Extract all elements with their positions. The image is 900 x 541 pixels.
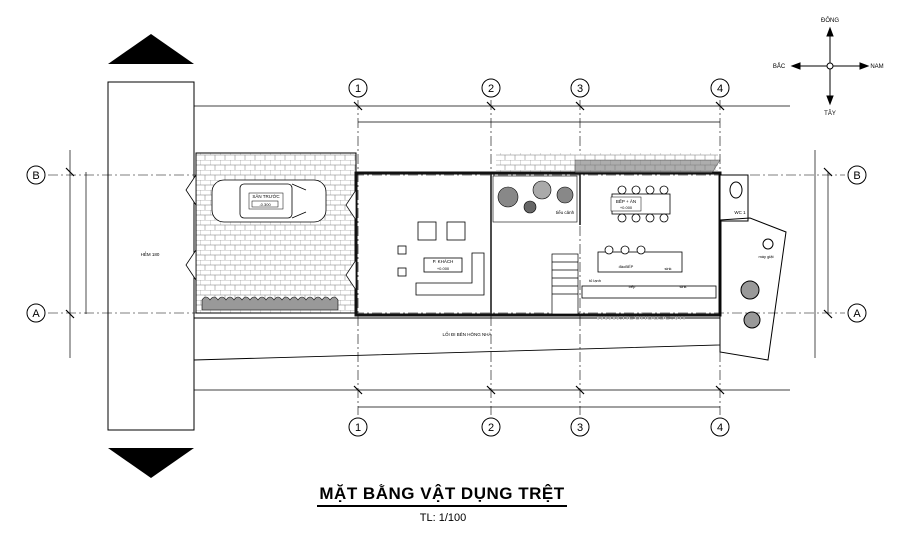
grid-row-b-right: B	[853, 170, 860, 182]
island-label: đảoBẾP	[619, 264, 634, 269]
drawing-title: MẶT BẰNG VẬT DỤNG TRỆT	[317, 484, 567, 507]
grid-col-2-top: 2	[488, 83, 494, 95]
grid-col-1-top: 1	[355, 83, 361, 95]
grid-row-a-left: A	[32, 308, 40, 320]
alley-label: HẺM 180	[141, 251, 160, 257]
drawing-scale: TL: 1/100	[419, 512, 467, 524]
grid-bubbles	[26, 78, 867, 437]
alley-block: HẺM 180	[107, 34, 195, 478]
section-arrow-bottom	[108, 448, 194, 478]
grid-lines	[48, 100, 845, 415]
wc-room	[719, 174, 749, 222]
side-path-label: LỐI ĐI BÊN HÔNG NHÀ	[442, 330, 491, 337]
staircase	[551, 253, 579, 315]
shrub-row	[201, 296, 339, 311]
grid-col-3-bottom: 3	[577, 422, 583, 434]
island-sink-label: sink	[664, 266, 671, 271]
grid-col-2-bottom: 2	[488, 422, 494, 434]
drawing-title-block: MẶT BẰNG VẬT DỤNG TRỆT TL: 1/100	[0, 484, 900, 524]
watermark: www.neohouse.vn	[595, 311, 685, 323]
dimension-lines	[65, 101, 833, 408]
grid-col-1-bottom: 1	[355, 422, 361, 434]
armchair-1	[417, 221, 437, 241]
kitchen-dining	[581, 185, 717, 299]
compass-west-label: BẮC	[773, 62, 786, 70]
side-path: LỐI ĐI BÊN HÔNG NHÀ www.neohouse.vn	[193, 311, 721, 361]
living-room-level: +0.000	[437, 266, 450, 271]
washer-label: máy giặt	[758, 254, 774, 259]
front-yard-level: -0.300	[259, 202, 271, 207]
kitchen-label: BẾP + ĂN	[616, 198, 636, 204]
compass-icon	[790, 26, 870, 106]
grid-row-b-left: B	[32, 170, 39, 182]
compass-south-label: TÂY	[824, 110, 836, 117]
kitchen-level: +0.000	[620, 205, 633, 210]
courtyard: tiểu cảnh	[492, 175, 578, 223]
compass-north-label: ĐÔNG	[821, 17, 839, 24]
front-yard: SÂN TRƯỚC -0.300	[185, 152, 718, 314]
side-table-2	[397, 267, 407, 277]
coffee-table	[423, 257, 463, 273]
stove-label: bếp	[629, 284, 636, 289]
sofa	[415, 252, 485, 296]
living-room-label: P. KHÁCH	[433, 258, 454, 264]
grid-col-4-top: 4	[717, 83, 723, 95]
kitchen-counter	[581, 285, 717, 299]
wc-label: WC 1	[734, 210, 746, 215]
counter-sink-label: sink	[679, 284, 686, 289]
grid-col-3-top: 3	[577, 83, 583, 95]
toilet-icon	[729, 181, 743, 199]
compass-east-label: NAM	[870, 64, 883, 70]
fridge-label: tủ lạnh	[589, 278, 601, 283]
back-yard	[719, 217, 787, 361]
garden-label: tiểu cảnh	[556, 209, 575, 215]
washer-icon	[762, 238, 774, 250]
grid-row-a-right: A	[853, 308, 861, 320]
grid-col-4-bottom: 4	[717, 422, 723, 434]
living-room	[397, 221, 485, 296]
section-arrow-top	[108, 34, 194, 64]
armchair-2	[446, 221, 466, 241]
front-yard-label: SÂN TRƯỚC	[252, 193, 280, 199]
side-table-1	[397, 245, 407, 255]
